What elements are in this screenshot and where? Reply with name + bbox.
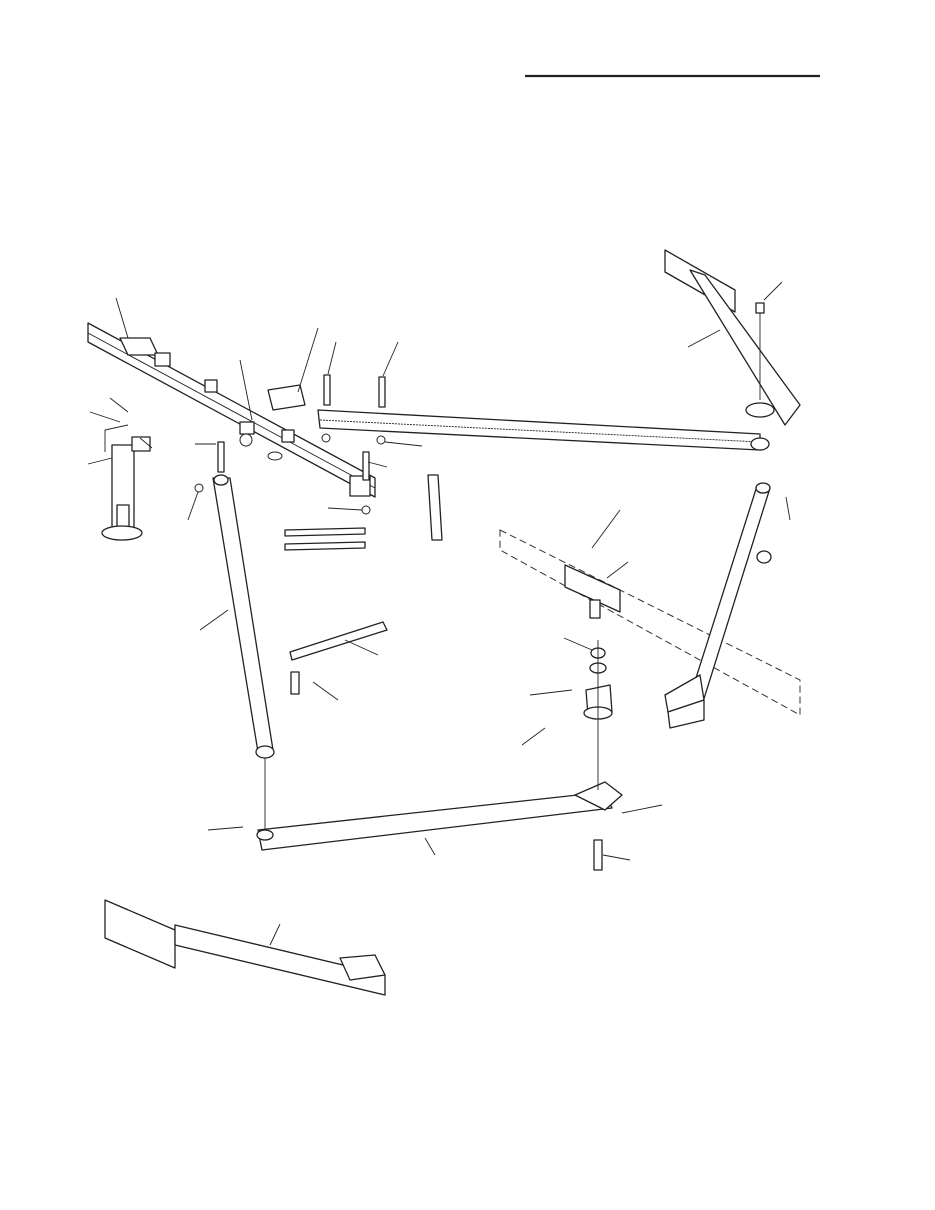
top-right-arm	[664, 249, 801, 426]
leader-line	[563, 637, 593, 651]
leader-line	[87, 457, 113, 465]
mount-bracket	[267, 451, 283, 461]
bottom-left-beam	[104, 899, 386, 996]
leader-line	[199, 609, 229, 631]
bolt	[593, 839, 603, 871]
leader-line	[785, 496, 791, 521]
leader-line	[187, 491, 199, 521]
leader-line	[207, 826, 244, 831]
leader-line	[344, 639, 379, 656]
leader-line	[327, 507, 363, 511]
bolts-and-nuts	[194, 374, 386, 515]
leader-lines	[87, 281, 791, 946]
link-bar	[284, 527, 366, 537]
leader-line	[115, 297, 129, 339]
left-diagonal-beam	[212, 474, 275, 759]
leader-line	[384, 441, 423, 447]
leader-line	[367, 461, 388, 468]
cover-plate	[267, 384, 306, 411]
leader-line	[239, 359, 253, 421]
leader-line	[529, 689, 573, 696]
top-beam	[317, 409, 770, 451]
leader-line	[424, 837, 436, 856]
tongue-beam	[87, 322, 376, 498]
bottom-beam	[256, 781, 623, 851]
leader-line	[327, 341, 337, 375]
leader-line	[687, 329, 721, 348]
adjuster-link	[289, 621, 388, 661]
leader-line	[269, 923, 281, 946]
leader-line	[763, 281, 783, 301]
bushing	[756, 550, 772, 564]
trailer-frame-dashed	[499, 529, 801, 716]
leader-line	[89, 411, 121, 423]
jack-stand	[101, 424, 151, 541]
leader-line	[109, 397, 129, 413]
leader-line	[602, 854, 631, 861]
leader-line	[382, 341, 399, 377]
leader-line	[521, 727, 546, 746]
leader-line	[312, 681, 339, 701]
leader-line	[621, 804, 663, 814]
leader-line	[606, 561, 629, 579]
link-bar	[284, 541, 366, 551]
leader-line	[139, 437, 153, 449]
leader-line	[591, 509, 621, 549]
leader-line	[297, 327, 319, 393]
right-diagonal-beam	[664, 482, 771, 729]
pin	[290, 671, 300, 695]
vertical-link	[427, 474, 443, 541]
